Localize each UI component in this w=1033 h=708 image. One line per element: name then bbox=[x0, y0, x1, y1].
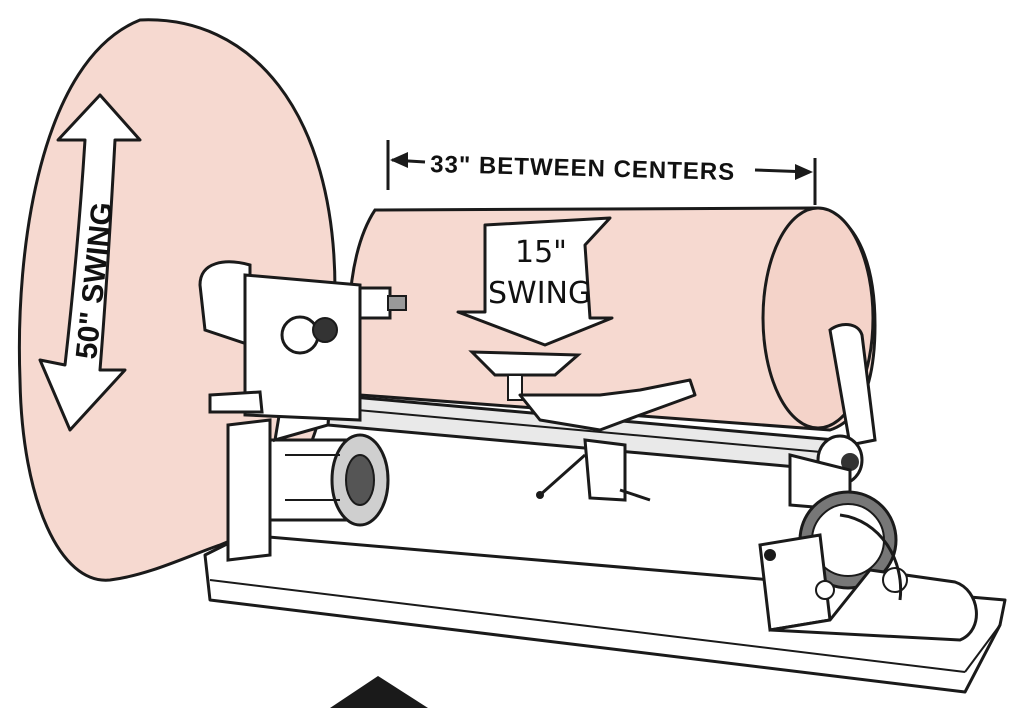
arrow-right-icon bbox=[795, 164, 813, 180]
motor bbox=[255, 435, 388, 525]
arrow-left-icon bbox=[390, 152, 408, 168]
headstock-leg bbox=[228, 420, 270, 560]
small-swing-word-label: SWING bbox=[488, 276, 591, 311]
arrow-up-icon bbox=[330, 676, 428, 708]
small-swing-size-label: 15" bbox=[515, 235, 567, 270]
between-centers-label: 33" BETWEEN CENTERS bbox=[430, 151, 736, 186]
outboard-stand bbox=[760, 492, 976, 640]
